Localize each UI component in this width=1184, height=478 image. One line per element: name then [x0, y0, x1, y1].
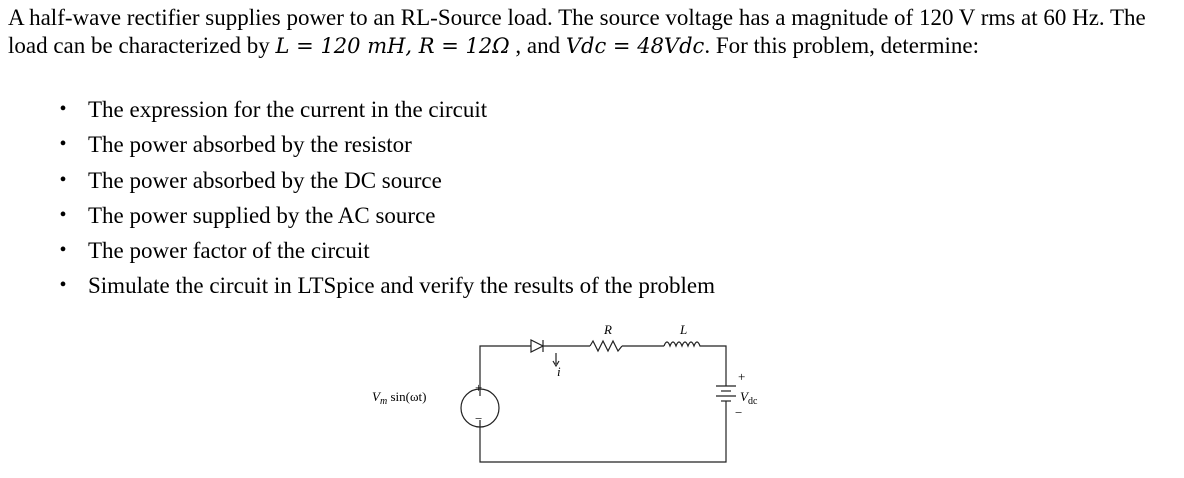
current-label: i [557, 364, 561, 379]
bullet-icon: • [59, 274, 67, 297]
vm-subscript: m [380, 396, 387, 407]
list-item: • The power absorbed by the resistor [58, 127, 715, 162]
ac-minus-sign: − [475, 411, 482, 426]
wire-top-left [479, 345, 531, 396]
task-list: • The expression for the current in the c… [58, 92, 715, 304]
bullet-icon: • [59, 168, 67, 191]
problem-statement: A half-wave rectifier supplies power to … [8, 4, 1178, 60]
dc-minus-sign: − [735, 405, 742, 420]
list-item: • The power factor of the circuit [58, 233, 715, 268]
list-item: • The power absorbed by the DC source [58, 163, 715, 198]
task-text: The power supplied by the AC source [88, 202, 436, 228]
bullet-icon: • [59, 98, 67, 120]
vdc-symbol: V [740, 389, 750, 404]
problem-intro-3: . For this problem, determine: [704, 33, 979, 58]
vdc-expression: Vdc = 48Vdc [565, 34, 705, 58]
vdc-subscript: dc [748, 396, 758, 407]
dc-plus-sign: + [738, 369, 745, 384]
list-item: • Simulate the circuit in LTSpice and ver… [58, 268, 715, 303]
task-text: Simulate the circuit in LTSpice and veri… [88, 273, 716, 299]
task-text: The power absorbed by the resistor [88, 132, 412, 158]
inductor-icon [663, 341, 708, 348]
list-item: • The power supplied by the AC source [58, 198, 715, 233]
task-text: The expression for the current in the ci… [88, 97, 488, 122]
bullet-icon: • [59, 203, 67, 226]
ac-plus-sign: + [475, 380, 482, 395]
resistor-icon [589, 339, 623, 353]
bullet-icon: • [59, 133, 67, 156]
inductance-resistance-expression: L = 120 mH, R = 12Ω [275, 34, 510, 58]
vm-symbol: V [372, 389, 382, 404]
problem-intro-1: A half-wave rectifier supplies power to … [8, 5, 1146, 58]
diode-icon [530, 339, 545, 353]
ac-source-icon [460, 388, 500, 428]
wire-bottom [479, 401, 727, 463]
sin-expression: sin(ωt) [387, 389, 426, 404]
task-text: The power absorbed by the DC source [88, 167, 442, 193]
inductor-label: L [679, 322, 687, 337]
dc-source-label: Vdc [740, 389, 758, 407]
list-item: • The expression for the current in the c… [58, 92, 715, 127]
task-text: The power factor of the circuit [88, 238, 370, 264]
resistor-label: R [603, 322, 612, 337]
problem-intro-2: , and [509, 33, 566, 58]
current-arrowhead [552, 360, 560, 368]
ac-source-label: Vm sin(ωt) [372, 389, 426, 407]
bullet-icon: • [59, 239, 67, 262]
wire-top-right [708, 345, 727, 386]
dc-source-icon [716, 385, 736, 402]
